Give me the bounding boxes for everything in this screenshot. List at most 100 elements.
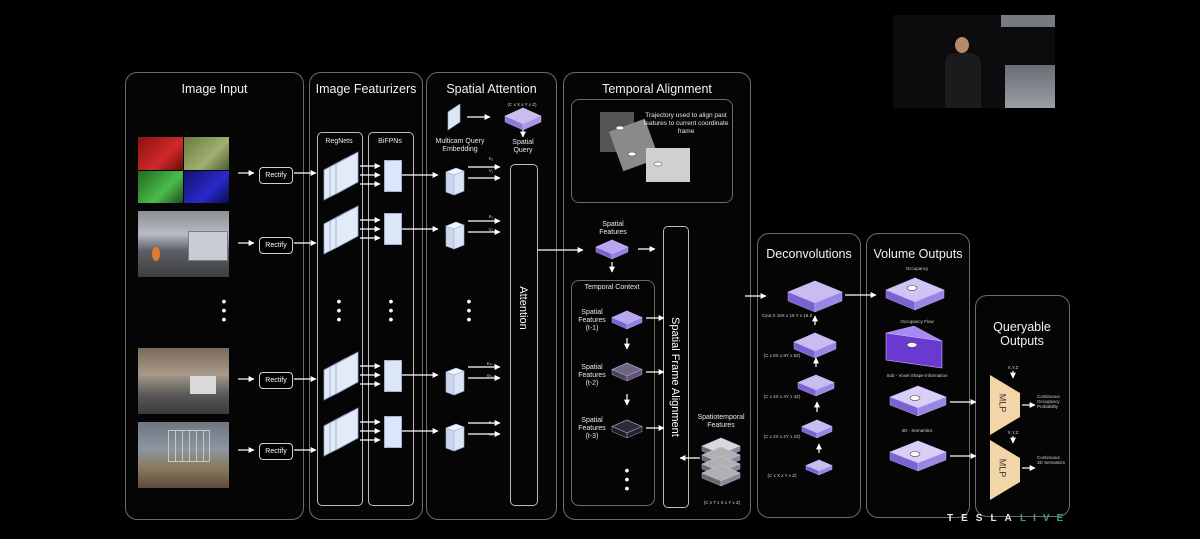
car-glyph [906,342,918,348]
ellipsis-dots: ••• [466,293,472,327]
spatial-features-voxel-right [611,246,629,260]
subvoxel-label: Sub - Voxel Shape Information [886,373,948,378]
regnet-feature-map [335,351,359,395]
speaker-body [945,53,981,108]
ellipsis-dots: ••• [221,293,227,327]
camera-image-street-truck [138,348,229,414]
query-cube-right [453,426,465,452]
regnet-feature-map [335,151,359,195]
camera-image-scaffolding [138,422,229,488]
deconv-voxel-right [814,291,843,313]
trajectory-car-glyph [653,161,663,167]
bifpn-feature-3 [384,360,402,392]
panel-title: Image Featurizers [315,82,417,96]
spatiotemporal-label: Spatiotemporal Features [697,414,745,429]
trajectory-frame-3 [646,148,690,182]
deconv-dims-2: (C x 4X x 4Y x 4Z) [763,394,801,399]
xyz-label-2: X,Y,Z [1007,430,1019,435]
sf-t3-voxel-right [626,426,643,439]
panel-deconvolutions: Deconvolutions [757,233,861,518]
car-glyph [906,285,918,291]
spatial-query-label: Spatial Query [512,139,534,154]
live-label: LIVE [1020,513,1071,524]
sf-t1-voxel-right [626,317,643,330]
query-cube-left [445,427,455,452]
deconv-dims-3: (C x 2X x 2Y x 2Z) [763,434,801,439]
deconv-voxel-right [814,341,837,359]
occupancy-flow-top [885,325,943,342]
car-glyph [909,451,921,457]
speaker-video [893,15,1055,108]
query-cube-right [453,370,465,396]
sf-t3-label: Spatial Features (t-3) [578,417,606,440]
query-cube-left [445,371,455,396]
bifpns-label: BiFPNs [378,138,402,145]
rectify-button-1: Rectify [259,167,293,184]
spatial-features-label: Spatial Features [599,221,627,236]
spatial-query-voxel-right [522,115,542,131]
ellipsis-dots: ••• [336,293,342,327]
bifpn-feature-2 [384,213,402,245]
bifpn-feature-1 [384,160,402,192]
bifpns-column [368,132,414,506]
deconv-voxel-right [816,426,833,439]
regnet-feature-map [335,407,359,451]
occupancy-label: Occupancy [905,266,929,271]
value-vn1: Vₙ₋₁ [486,373,496,378]
camera-image-street-bus [138,211,229,277]
car-glyph [909,395,921,401]
deconv-voxel-right [818,465,833,476]
query-cube-left [445,225,455,250]
attention-block [510,164,538,506]
key-k2: K₂ [488,214,494,219]
xyz-label-1: X,Y,Z [1007,365,1019,370]
cont-occupancy-label: Continuous Occupancy Probability [1037,394,1060,409]
rectify-button-2: Rectify [259,237,293,254]
deconv-voxel-right [815,382,835,397]
regnet-feature-map [335,205,359,249]
ellipsis-dots: ••• [388,293,394,327]
stage-screen-2 [1005,65,1055,108]
multicam-query-label: Multicam Query Embedding [435,138,485,153]
regnets-label: RegNets [325,138,353,145]
stage-screen-1 [1001,15,1055,27]
ellipsis-dots: ••• [624,462,630,496]
panel-title: Temporal Alignment [602,82,712,96]
rectify-button-3: Rectify [259,372,293,389]
trajectory-car-glyph [627,151,637,157]
speaker-head [955,37,969,53]
occupancy-flow-label: Occupancy Flow [900,319,934,324]
spatial-query-dims: (C x X x Y x Z) [507,102,537,107]
deconv-dims-1: (C x 8X x 8Y x 8Z) [763,353,801,358]
subvoxel-voxel-right [917,396,947,417]
key-k1: K₁ [488,156,494,161]
cont-semantics-label: Continuous 3D Semantics [1037,455,1066,465]
panel-title: Image Input [181,82,248,96]
value-v2: V₂ [488,227,494,232]
value-v1: V₁ [488,168,494,173]
camera-image-color-channels [138,137,229,203]
regnets-column [317,132,363,506]
rectify-button-4: Rectify [259,443,293,460]
query-cube-right [453,170,465,196]
semantics3d-label: 3D - Semantics [901,428,933,433]
panel-title: Deconvolutions [766,247,852,261]
trajectory-note: Trajectory used to align past features t… [643,112,729,135]
panel-title: Volume Outputs [873,247,963,261]
key-kn1: Kₙ₋₁ [486,361,496,366]
sf-t2-voxel-right [626,369,643,382]
sf-t1-label: Spatial Features (t-1) [578,309,606,332]
deconv-dims-4: (C x X x Y x Z) [767,473,797,478]
multicam-query-icon [447,103,461,131]
spatiotemporal-dims: (C x T x X x Y x Z) [703,500,741,505]
panel-title: Queryable Outputs [993,320,1051,348]
query-cube-right [453,224,465,250]
sf-t2-label: Spatial Features (t-2) [578,364,606,387]
spatiotemporal-layer-right [720,472,741,487]
panel-title: Spatial Attention [446,82,537,96]
bifpn-feature-4 [384,416,402,448]
deconv-dims-0: Cout X 16X x 16 Y x 16 Z [761,313,813,318]
query-cube-left [445,171,455,196]
temporal-context-label: Temporal Context [584,284,640,291]
